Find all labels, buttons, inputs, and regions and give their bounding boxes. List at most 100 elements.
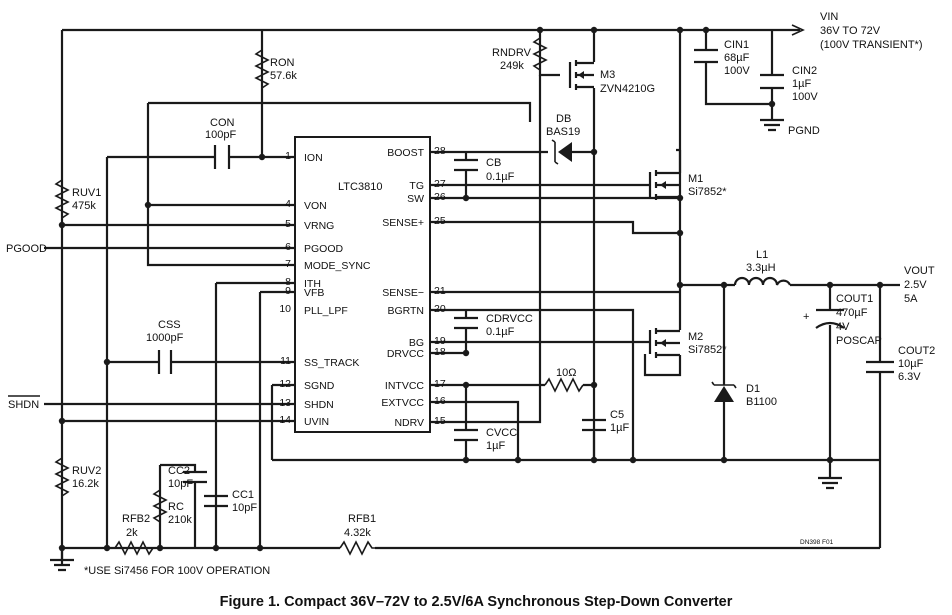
pin-name-25: SENSE+ — [382, 217, 424, 229]
rfb1-ref: RFB1 — [348, 513, 376, 525]
pin-number-18: 18 — [434, 346, 446, 358]
cout2-value: 10µF — [898, 358, 924, 370]
r10-value: 10Ω — [556, 367, 576, 379]
rfb2-value: 2k — [126, 527, 138, 539]
pin-number-7: 7 — [285, 258, 291, 270]
pin-name-15: NDRV — [394, 417, 424, 429]
c5-capacitor — [582, 418, 606, 432]
pin-name-18: DRVCC — [387, 348, 425, 360]
vin-range: 36V TO 72V — [820, 25, 881, 37]
ruv1-resistor — [54, 179, 70, 219]
rc-ref: RC — [168, 501, 184, 513]
pin-number-21: 21 — [434, 285, 446, 297]
ic-name: LTC3810 — [338, 181, 382, 193]
cin1-rating: 100V — [724, 65, 750, 77]
cc1-capacitor — [204, 494, 228, 508]
cout1-ref: COUT1 — [836, 293, 873, 305]
vout-voltage: 2.5V — [904, 279, 927, 291]
cb-value: 0.1µF — [486, 171, 515, 183]
pin-name-1: ION — [304, 152, 323, 164]
shdn-label: SHDN — [8, 399, 39, 411]
rfb2-resistor — [114, 540, 154, 556]
con-value: 100pF — [205, 129, 236, 141]
c5-value: 1µF — [610, 422, 629, 434]
pin-number-6: 6 — [285, 241, 291, 253]
pin-name-19: BG — [409, 337, 424, 349]
m2-ref: M2 — [688, 331, 703, 343]
cout1-value: 470µF — [836, 307, 868, 319]
cdrvcc-capacitor — [454, 316, 478, 330]
cout2-ref: COUT2 — [898, 345, 935, 357]
cout1-capacitor: + — [803, 308, 845, 329]
cin1-ref: CIN1 — [724, 39, 749, 51]
m3-value: ZVN4210G — [600, 83, 655, 95]
pin-name-21: SENSE− — [382, 287, 424, 299]
cin2-ref: CIN2 — [792, 65, 817, 77]
rndrv-resistor — [532, 37, 548, 71]
ron-resistor — [254, 49, 270, 89]
figure-code: DN398 F01 — [800, 539, 834, 546]
cc2-capacitor — [183, 470, 207, 484]
pin-name-13: SHDN — [304, 399, 334, 411]
labels: VIN 36V TO 72V (100V TRANSIENT*) RON 57.… — [6, 11, 935, 610]
pin-number-10: 10 — [279, 303, 291, 315]
pin-name-5: VRNG — [304, 220, 334, 232]
rndrv-value: 249k — [500, 60, 524, 72]
con-capacitor — [213, 145, 231, 169]
ron-ref: RON — [270, 57, 295, 69]
cc1-value: 10pF — [232, 502, 257, 514]
cdrvcc-value: 0.1µF — [486, 326, 515, 338]
resistors — [54, 37, 584, 556]
db-ref: DB — [556, 113, 571, 125]
ron-value: 57.6k — [270, 70, 297, 82]
ruv1-value: 475k — [72, 200, 96, 212]
cin2-rating: 100V — [792, 91, 818, 103]
rfb1-value: 4.32k — [344, 527, 371, 539]
pin-name-4: VON — [304, 200, 327, 212]
footnote: *USE Si7456 FOR 100V OPERATION — [84, 565, 270, 577]
pin-name-16: EXTVCC — [381, 397, 424, 409]
d1-ref: D1 — [746, 383, 760, 395]
m1-ref: M1 — [688, 173, 703, 185]
vin-note: (100V TRANSIENT*) — [820, 39, 923, 51]
r10-resistor — [544, 377, 584, 393]
c5-ref: C5 — [610, 409, 624, 421]
pin-name-6: PGOOD — [304, 243, 344, 255]
css-value: 1000pF — [146, 332, 184, 344]
m1-value: Si7852* — [688, 186, 727, 198]
pin-name-7: MODE_SYNC — [304, 260, 371, 272]
pin-name-28: BOOST — [387, 147, 424, 159]
l1-inductor — [733, 276, 792, 286]
pin-number-4: 4 — [285, 198, 291, 210]
cvcc-ref: CVCC — [486, 427, 517, 439]
rc-value: 210k — [168, 514, 192, 526]
css-ref: CSS — [158, 319, 181, 331]
pin-number-14: 14 — [279, 414, 291, 426]
cin2-value: 1µF — [792, 78, 811, 90]
ground-symbols — [50, 118, 842, 572]
wires — [44, 24, 900, 565]
pin-name-8: ITH — [304, 278, 321, 290]
cvcc-capacitor — [454, 428, 478, 442]
cb-ref: CB — [486, 157, 501, 169]
db-value: BAS19 — [546, 126, 580, 138]
pin-number-15: 15 — [434, 415, 446, 427]
cc2-value: 10pF — [168, 478, 193, 490]
figure-caption: Figure 1. Compact 36V–72V to 2.5V/6A Syn… — [220, 594, 733, 610]
rndrv-ref: RNDRV — [492, 47, 532, 59]
pin-number-27: 27 — [434, 178, 446, 190]
pin-name-9: VFB — [304, 287, 324, 299]
l1-value: 3.3µH — [746, 262, 776, 274]
pin-name-26: SW — [407, 193, 424, 205]
m3-ref: M3 — [600, 69, 615, 81]
vin-label: VIN — [820, 11, 838, 23]
css-capacitor — [157, 350, 173, 374]
cout1-type: POSCAP — [836, 335, 882, 347]
cout2-rating: 6.3V — [898, 371, 921, 383]
cdrvcc-ref: CDRVCC — [486, 313, 533, 325]
cin1-value: 68µF — [724, 52, 750, 64]
m2-value: Si7852* — [688, 344, 727, 356]
pin-number-13: 13 — [279, 397, 291, 409]
